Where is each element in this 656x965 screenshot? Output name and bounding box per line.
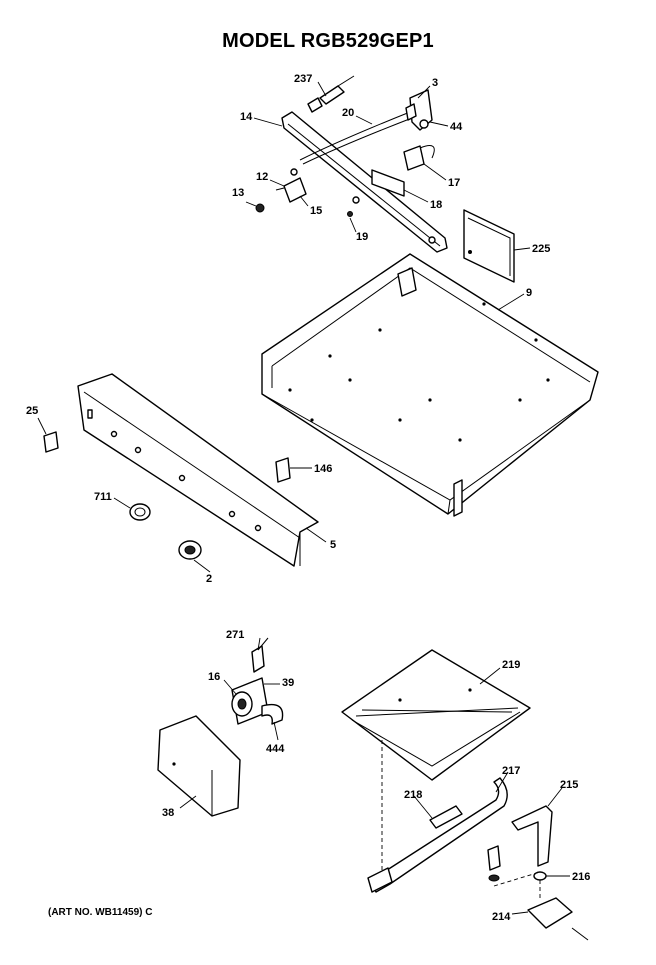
- callout-15: 15: [310, 205, 322, 217]
- callout-219: 219: [502, 659, 520, 671]
- callout-225: 225: [532, 243, 550, 255]
- burner-bracket: [341, 649, 589, 941]
- callout-215: 215: [560, 779, 578, 791]
- callout-444: 444: [266, 743, 285, 755]
- manifold-assembly: [255, 75, 448, 253]
- model-title: MODEL RGB529GEP1: [222, 30, 434, 52]
- callout-3: 3: [432, 77, 438, 89]
- callout-2: 2: [206, 573, 212, 585]
- callout-25: 25: [26, 405, 38, 417]
- callout-146: 146: [314, 463, 332, 475]
- callout-labels: 237 3 14 20 44 12 17 13 15 18 19 225 9 2…: [26, 73, 590, 923]
- manifold-panel: [43, 373, 319, 567]
- callout-38: 38: [162, 807, 174, 819]
- callout-217: 217: [502, 765, 520, 777]
- callout-237: 237: [294, 73, 312, 85]
- callout-216: 216: [572, 871, 590, 883]
- callout-16: 16: [208, 671, 220, 683]
- leader-lines: [37, 81, 570, 915]
- regulator-assembly: [157, 637, 284, 817]
- callout-39: 39: [282, 677, 294, 689]
- callout-18: 18: [430, 199, 442, 211]
- callout-14: 14: [240, 111, 253, 123]
- callout-9: 9: [526, 287, 532, 299]
- callout-12: 12: [256, 171, 268, 183]
- callout-218: 218: [404, 789, 422, 801]
- callout-44: 44: [450, 121, 463, 133]
- callout-19: 19: [356, 231, 368, 243]
- callout-20: 20: [342, 107, 354, 119]
- panel-225: [463, 209, 515, 283]
- callout-711: 711: [94, 491, 112, 503]
- art-number: (ART NO. WB11459) C: [48, 907, 153, 918]
- callout-13: 13: [232, 187, 244, 199]
- callout-5: 5: [330, 539, 336, 551]
- callout-214: 214: [492, 911, 511, 923]
- burner-pan: [261, 253, 599, 517]
- callout-271: 271: [226, 629, 244, 641]
- callout-17: 17: [448, 177, 460, 189]
